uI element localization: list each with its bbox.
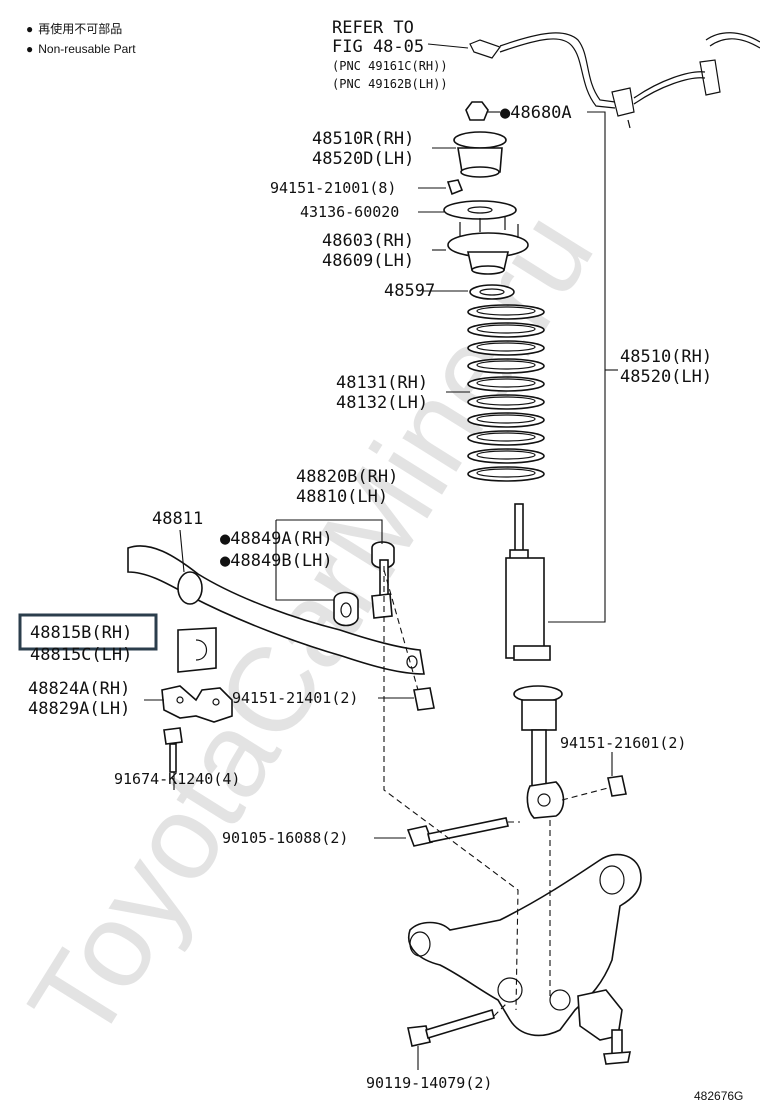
- label-48829A[interactable]: 48829A(LH): [28, 699, 130, 719]
- label-48849B[interactable]: ●48849B(LH): [220, 551, 333, 571]
- label-90119-14079[interactable]: 90119-14079(2): [366, 1074, 492, 1092]
- label-48820B[interactable]: 48820B(RH): [296, 467, 398, 487]
- label-48810[interactable]: 48810(LH): [296, 487, 388, 507]
- nut-94151-21401-drawing: [378, 687, 435, 711]
- spring-coil-inner: [476, 342, 536, 352]
- refer-line4: (PNC 49162B(LH)): [332, 77, 448, 91]
- refer-line1: REFER TO: [332, 18, 414, 38]
- refer-line2: FIG 48-05: [332, 37, 424, 57]
- highlight-box-48815B: [18, 613, 158, 651]
- nut-94151-21601-drawing: [607, 752, 627, 797]
- spring-coil-inner: [476, 468, 536, 478]
- label-43136-60020[interactable]: 43136-60020: [300, 203, 399, 221]
- spring-coil-inner: [476, 324, 536, 334]
- lower-arm-drawing: [407, 853, 642, 1065]
- spring-coil-inner: [476, 306, 536, 316]
- label-48520[interactable]: 48520(LH): [620, 367, 712, 387]
- upper-nut-drawing: [465, 101, 500, 121]
- bushing-48849-drawing: [333, 591, 359, 627]
- brake-hose-drawing: [427, 32, 760, 129]
- strut-bracket: [548, 111, 606, 623]
- legend-reusable: ●再使用不可部品: [26, 21, 122, 36]
- label-48132[interactable]: 48132(LH): [336, 393, 428, 413]
- nut-94151-21001-drawing: [418, 179, 464, 196]
- spring-coil-inner: [476, 396, 536, 406]
- label-48824A[interactable]: 48824A(RH): [28, 679, 130, 699]
- stabilizer-bracket-drawing: [144, 685, 233, 723]
- label-90105-16088[interactable]: 90105-16088(2): [222, 829, 348, 847]
- upper-insulator-drawing: [432, 131, 507, 178]
- upper-support-drawing: [432, 216, 529, 275]
- label-48609[interactable]: 48609(LH): [322, 251, 414, 271]
- label-48510R[interactable]: 48510R(RH): [312, 129, 414, 149]
- label-48680A[interactable]: ●48680A: [500, 103, 572, 123]
- label-91674-K1240[interactable]: 91674-K1240(4): [114, 770, 240, 788]
- legend-nonreusable: ●Non-reusable Part: [26, 42, 136, 56]
- shock-absorber-drawing: [505, 503, 565, 819]
- legend: ●再使用不可部品 ●Non-reusable Part: [26, 21, 136, 56]
- coil-spring-drawing: [467, 304, 545, 482]
- spring-coil-inner: [476, 450, 536, 460]
- label-94151-21401[interactable]: 94151-21401(2): [232, 689, 358, 707]
- spring-coil-inner: [476, 378, 536, 388]
- part-labels: ●48680A 48510R(RH) 48520D(LH) 94151-2100…: [28, 103, 743, 1103]
- label-48131[interactable]: 48131(RH): [336, 373, 428, 393]
- label-48815B[interactable]: 48815B(RH): [30, 623, 132, 643]
- stabilizer-bushing-drawing: [177, 627, 217, 673]
- label-48597[interactable]: 48597: [384, 281, 435, 301]
- bolt-90119-drawing: [407, 1008, 495, 1070]
- figure-code: 482676G: [694, 1089, 743, 1103]
- label-48603[interactable]: 48603(RH): [322, 231, 414, 251]
- bolt-91674-drawing: [163, 727, 183, 790]
- stabilizer-bar-drawing: [127, 529, 425, 675]
- plate-43136-drawing: [418, 200, 517, 220]
- label-48815C[interactable]: 48815C(LH): [30, 645, 132, 665]
- refer-line3: (PNC 49161C(RH)): [332, 59, 448, 73]
- spring-coil-inner: [476, 414, 536, 424]
- label-48849A[interactable]: ●48849A(RH): [220, 529, 333, 549]
- bolt-90105-drawing: [374, 817, 509, 847]
- label-48811[interactable]: 48811: [152, 509, 203, 529]
- assembly-guides: [383, 566, 609, 1017]
- bearing-48597-drawing: [422, 284, 515, 300]
- spring-coil-inner: [476, 360, 536, 370]
- label-94151-21001[interactable]: 94151-21001(8): [270, 179, 396, 197]
- label-48510[interactable]: 48510(RH): [620, 347, 712, 367]
- spring-coil-inner: [476, 432, 536, 442]
- refer-note: REFER TO FIG 48-05 (PNC 49161C(RH)) (PNC…: [332, 18, 448, 91]
- label-48520D[interactable]: 48520D(LH): [312, 149, 414, 169]
- label-94151-21601[interactable]: 94151-21601(2): [560, 734, 686, 752]
